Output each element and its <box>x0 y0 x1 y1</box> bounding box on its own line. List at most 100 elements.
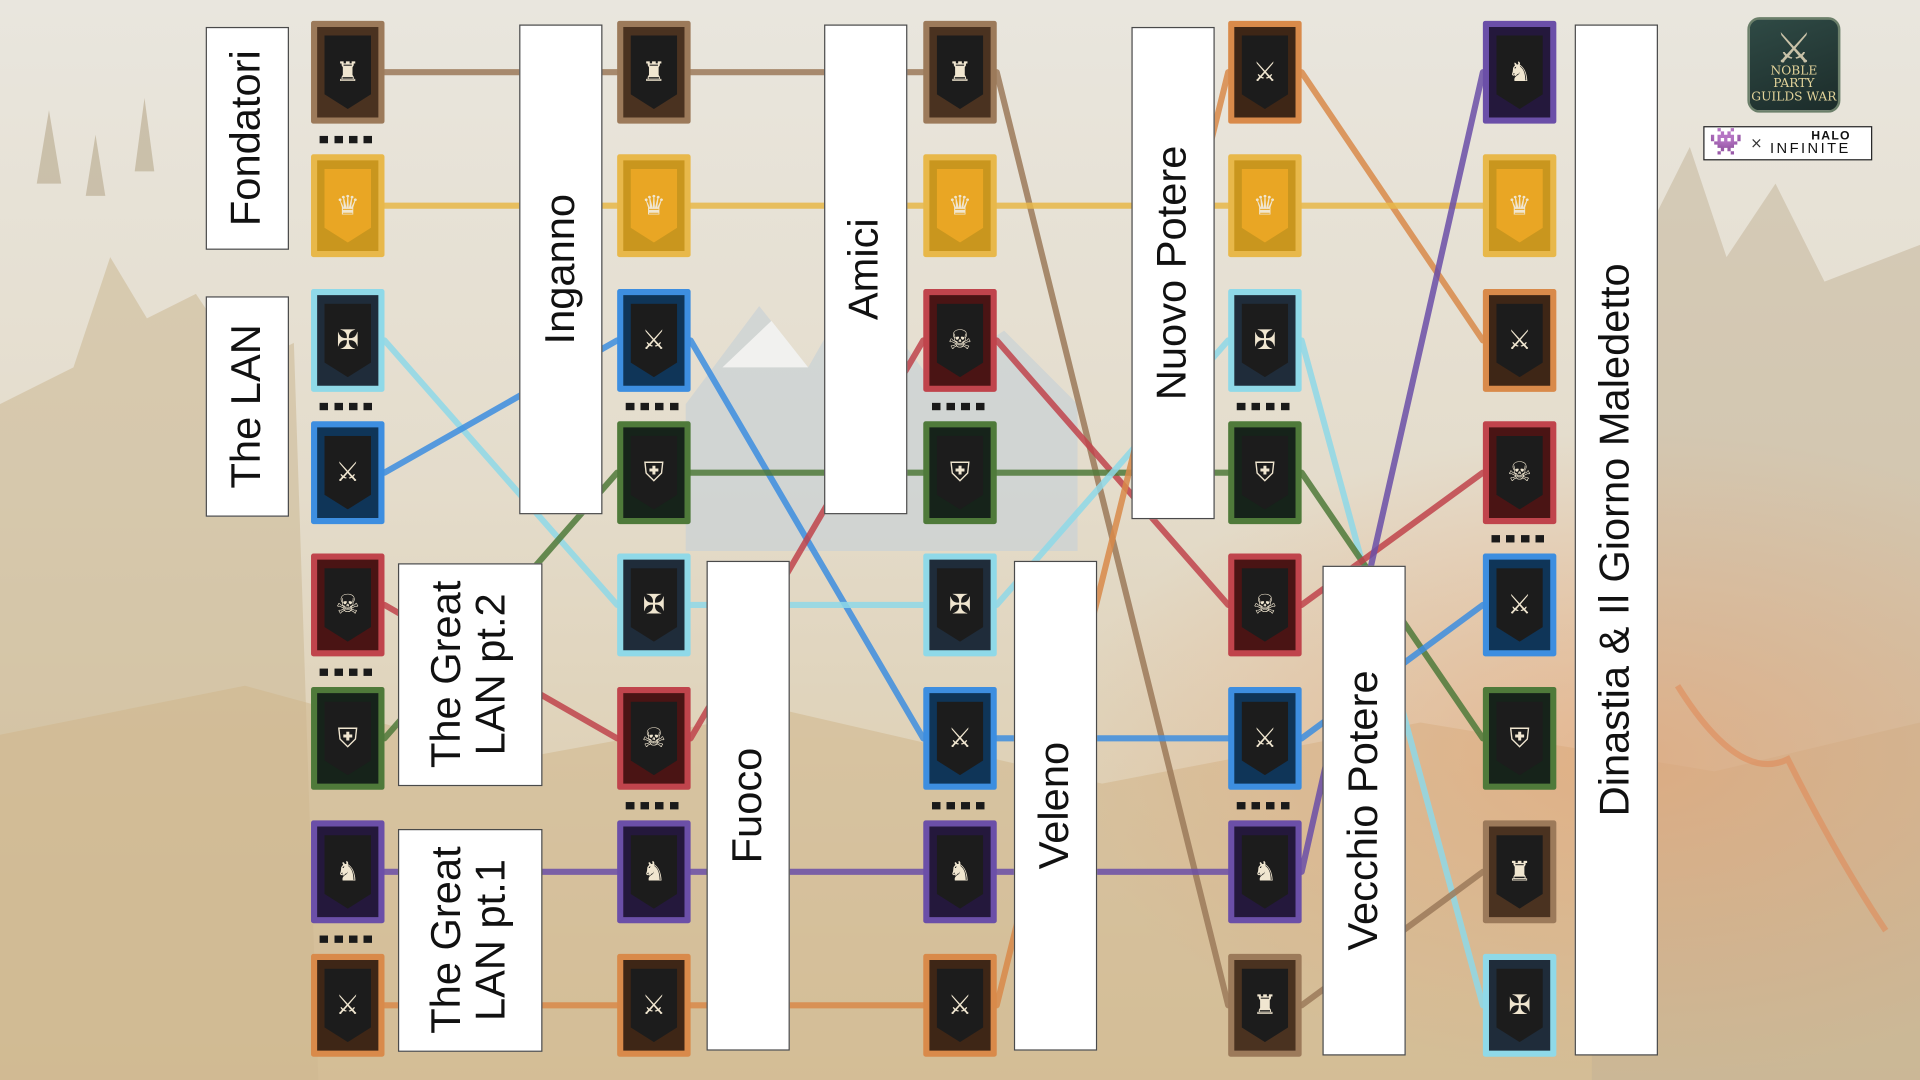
episode-label-text: The Great LAN pt.2 <box>424 580 515 769</box>
episode-label-dinastia: Dinastia & Il Giorno Maledetto <box>1574 24 1658 1056</box>
guild-banner-green: ⛨ <box>1482 686 1557 790</box>
crossed-blades-icon: ⚔ <box>630 303 678 378</box>
cut-marker <box>319 667 376 676</box>
guild-banner-cyan: ✠ <box>1482 953 1557 1057</box>
guild-banner-orange: ⚔ <box>617 953 691 1057</box>
cut-marker <box>319 402 376 411</box>
cut-marker <box>319 135 376 143</box>
castle-gate-icon: ♜ <box>630 35 678 109</box>
cut-marker <box>931 801 989 809</box>
castle-gate-icon: ♜ <box>936 35 984 109</box>
episode-label-text: The LAN <box>223 324 270 489</box>
guild-banner-gold: ♛ <box>1482 154 1557 258</box>
guild-banner-red: ☠ <box>1482 421 1557 525</box>
episode-label-fondatori: Fondatori <box>205 26 289 250</box>
collab-badge: 👾 × HALO INFINITE <box>1703 126 1873 161</box>
crossed-swords-icon: ⚔ <box>324 968 372 1043</box>
guild-banner-orange: ⚔ <box>1228 20 1302 124</box>
guild-banner-green: ⛨ <box>311 686 385 790</box>
crossed-blades-icon: ⚔ <box>324 435 372 510</box>
guild-banner-blue: ⚔ <box>311 421 385 525</box>
winged-sword-icon: ✠ <box>324 303 372 378</box>
logo-line-2: GUILDS WAR <box>1751 90 1837 104</box>
skull-icon: ☠ <box>1241 568 1289 642</box>
guild-banner-blue: ⚔ <box>1228 686 1302 790</box>
episode-label-text: Dinastia & Il Giorno Maledetto <box>1592 263 1639 817</box>
guild-banner-gold: ♛ <box>617 154 691 258</box>
episode-label-inganno: Inganno <box>519 24 603 515</box>
guild-banner-founders: ♜ <box>923 20 997 124</box>
spartan-helmet-icon: ⛨ <box>630 435 678 510</box>
horned-helmet-icon: ♞ <box>630 835 678 909</box>
halo-infinite-logo: HALO INFINITE <box>1770 130 1851 156</box>
guild-banner-orange: ⚔ <box>923 953 997 1057</box>
guild-banner-green: ⛨ <box>1228 421 1302 525</box>
crossed-swords-shield-icon: ⚔ <box>1775 24 1813 74</box>
horned-helmet-icon: ♞ <box>1241 835 1289 909</box>
winged-sword-icon: ✠ <box>1496 968 1543 1043</box>
episode-label-vecchio-potere: Vecchio Potere <box>1322 565 1406 1056</box>
guild-banner-cyan: ✠ <box>311 288 385 392</box>
episode-label-nuovo-potere: Nuovo Potere <box>1131 26 1215 520</box>
guild-banner-red: ☠ <box>1228 553 1302 657</box>
episode-label-fuoco: Fuoco <box>706 560 790 1051</box>
guild-banner-blue: ⚔ <box>617 288 691 392</box>
halo-word: HALO <box>1811 129 1851 143</box>
noble-party-logo: ⚔ NOBLE PARTY GUILDS WAR <box>1747 17 1841 113</box>
guild-banner-founders: ♜ <box>617 20 691 124</box>
horned-helmet-icon: ♞ <box>324 835 372 909</box>
skull-icon: ☠ <box>324 568 372 642</box>
skull-icon: ☠ <box>936 303 984 378</box>
horned-helmet-icon: ♞ <box>936 835 984 909</box>
spartan-helmet-icon: ⛨ <box>936 435 984 510</box>
guild-banner-purple: ♞ <box>1228 820 1302 924</box>
guild-banner-green: ⛨ <box>923 421 997 525</box>
winged-sword-icon: ✠ <box>936 568 984 642</box>
castle-gate-icon: ♜ <box>324 35 372 109</box>
cut-marker <box>319 934 376 943</box>
guild-banner-red: ☠ <box>923 288 997 392</box>
winged-sword-icon: ✠ <box>630 568 678 642</box>
guild-banner-orange: ⚔ <box>311 953 385 1057</box>
winged-sword-icon: ✠ <box>1241 303 1289 378</box>
winged-crown-icon: ♛ <box>936 168 984 243</box>
infinite-word: INFINITE <box>1769 139 1851 157</box>
castle-gate-icon: ♜ <box>1241 968 1289 1043</box>
guild-banner-blue: ⚔ <box>1482 553 1557 657</box>
space-invader-icon: 👾 <box>1709 127 1743 158</box>
cut-marker <box>625 801 683 809</box>
episode-label-text: Nuovo Potere <box>1148 145 1196 401</box>
guild-banner-orange: ⚔ <box>1482 288 1557 392</box>
crossed-blades-icon: ⚔ <box>1241 701 1289 776</box>
guild-banner-purple: ♞ <box>311 820 385 924</box>
episode-label-great-lan-2: The Great LAN pt.2 <box>397 563 543 787</box>
crossed-blades-icon: ⚔ <box>1496 568 1543 642</box>
guild-banner-founders: ♜ <box>1228 953 1302 1057</box>
spartan-helmet-icon: ⛨ <box>1496 701 1543 776</box>
guild-banner-cyan: ✠ <box>617 553 691 657</box>
spartan-helmet-icon: ⛨ <box>324 701 372 776</box>
episode-label-text: Fuoco <box>723 747 771 864</box>
spartan-helmet-icon: ⛨ <box>1241 435 1289 510</box>
cut-marker <box>1491 535 1548 543</box>
episode-label-great-lan-1: The Great LAN pt.1 <box>397 828 543 1052</box>
episode-label-text: Inganno <box>536 194 584 345</box>
episode-label-text: Amici <box>841 218 888 321</box>
crossed-swords-icon: ⚔ <box>1241 35 1289 109</box>
guild-banner-gold: ♛ <box>923 154 997 258</box>
crossed-swords-icon: ⚔ <box>936 968 984 1043</box>
crossed-swords-icon: ⚔ <box>1496 303 1543 378</box>
winged-crown-icon: ♛ <box>1496 168 1543 243</box>
cut-marker <box>1236 402 1294 411</box>
logo-line-1: NOBLE PARTY <box>1770 64 1818 91</box>
episode-label-text: Veleno <box>1031 742 1078 870</box>
winged-crown-icon: ♛ <box>630 168 678 243</box>
cut-marker <box>931 402 989 411</box>
guild-banner-founders: ♜ <box>311 20 385 124</box>
guild-banner-blue: ⚔ <box>923 686 997 790</box>
guild-banner-red: ☠ <box>617 686 691 790</box>
guild-banner-cyan: ✠ <box>1228 288 1302 392</box>
crossed-blades-icon: ⚔ <box>936 701 984 776</box>
guild-banner-red: ☠ <box>311 553 385 657</box>
